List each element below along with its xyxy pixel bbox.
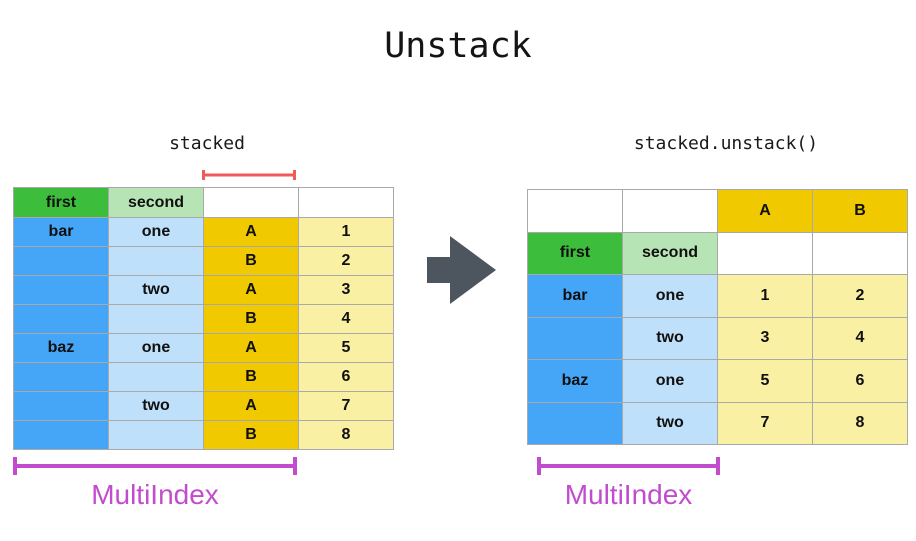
colindex-cell: A (203, 333, 299, 363)
table-row: first second (527, 231, 908, 275)
header-cell-blank (717, 231, 813, 275)
header-cell-blank (203, 187, 299, 218)
index2-cell (108, 420, 204, 450)
corner-cell-blank (527, 189, 623, 233)
bracket-line (537, 464, 720, 468)
value-cell: 6 (812, 359, 908, 403)
colindex-cell: B (203, 246, 299, 276)
stacked-column-bracket (202, 170, 296, 180)
unstacked-caption: stacked.unstack() (633, 133, 819, 154)
value-cell: 2 (812, 274, 908, 318)
colindex-cell: A (203, 391, 299, 421)
table-row: B 2 (13, 246, 394, 276)
index2-cell: two (622, 316, 718, 360)
unstacked-table: A B first second bar one 1 2 two 3 4 baz… (527, 189, 908, 445)
index1-cell (527, 316, 623, 360)
value-cell: 8 (812, 401, 908, 445)
value-cell: 4 (298, 304, 394, 334)
stacked-table: first second bar one A 1 B 2 two A 3 B (13, 187, 394, 450)
table-row: baz one 5 6 (527, 359, 908, 403)
index1-cell (13, 420, 109, 450)
header-cell-second: second (622, 231, 718, 275)
colindex-cell: B (203, 362, 299, 392)
value-cell: 6 (298, 362, 394, 392)
value-cell: 1 (298, 217, 394, 247)
page-title: Unstack (384, 26, 532, 66)
table-row: two A 7 (13, 391, 394, 421)
table-row: A B (527, 189, 908, 233)
header-cell-first: first (13, 187, 109, 218)
index2-cell: one (108, 333, 204, 363)
header-cell-first: first (527, 231, 623, 275)
index2-cell: one (622, 359, 718, 403)
value-cell: 5 (298, 333, 394, 363)
header-cell-blank (298, 187, 394, 218)
index1-cell (13, 246, 109, 276)
table-row: first second (13, 187, 394, 218)
value-cell: 5 (717, 359, 813, 403)
value-cell: 7 (298, 391, 394, 421)
colindex-cell: B (203, 304, 299, 334)
index2-cell (108, 304, 204, 334)
index1-cell (13, 362, 109, 392)
table-row: B 8 (13, 420, 394, 450)
value-cell: 7 (717, 401, 813, 445)
bracket-line (13, 464, 297, 468)
arrow-right-icon (427, 236, 496, 304)
column-header-cell: B (812, 189, 908, 233)
table-row: two 3 4 (527, 316, 908, 360)
colindex-cell: B (203, 420, 299, 450)
table-row: two 7 8 (527, 401, 908, 445)
colindex-cell: A (203, 217, 299, 247)
stacked-caption: stacked (169, 133, 245, 154)
table-row: bar one 1 2 (527, 274, 908, 318)
index1-cell: baz (13, 333, 109, 363)
index1-cell (13, 304, 109, 334)
value-cell: 3 (717, 316, 813, 360)
index1-cell (13, 391, 109, 421)
index2-cell: two (108, 391, 204, 421)
table-row: bar one A 1 (13, 217, 394, 247)
multiindex-bracket-left (13, 457, 297, 475)
index1-cell: baz (527, 359, 623, 403)
colindex-cell: A (203, 275, 299, 305)
header-cell-blank (812, 231, 908, 275)
bracket-tick-right (293, 457, 297, 475)
index2-cell: two (622, 401, 718, 445)
table-row: B 6 (13, 362, 394, 392)
value-cell: 1 (717, 274, 813, 318)
index1-cell: bar (13, 217, 109, 247)
index2-cell: one (108, 217, 204, 247)
index2-cell (108, 246, 204, 276)
index2-cell: one (622, 274, 718, 318)
header-cell-second: second (108, 187, 204, 218)
value-cell: 4 (812, 316, 908, 360)
table-row: B 4 (13, 304, 394, 334)
bracket-tick-right (293, 170, 296, 180)
column-header-cell: A (717, 189, 813, 233)
index2-cell: two (108, 275, 204, 305)
multiindex-label-right: MultiIndex (564, 479, 693, 510)
table-row: two A 3 (13, 275, 394, 305)
index1-cell (527, 401, 623, 445)
corner-cell-blank (622, 189, 718, 233)
table-row: baz one A 5 (13, 333, 394, 363)
bracket-line (202, 173, 296, 177)
bracket-tick-right (716, 457, 720, 475)
index1-cell (13, 275, 109, 305)
value-cell: 3 (298, 275, 394, 305)
multiindex-bracket-right (537, 457, 720, 475)
index1-cell: bar (527, 274, 623, 318)
index2-cell (108, 362, 204, 392)
value-cell: 2 (298, 246, 394, 276)
value-cell: 8 (298, 420, 394, 450)
multiindex-label-left: MultiIndex (91, 479, 219, 510)
